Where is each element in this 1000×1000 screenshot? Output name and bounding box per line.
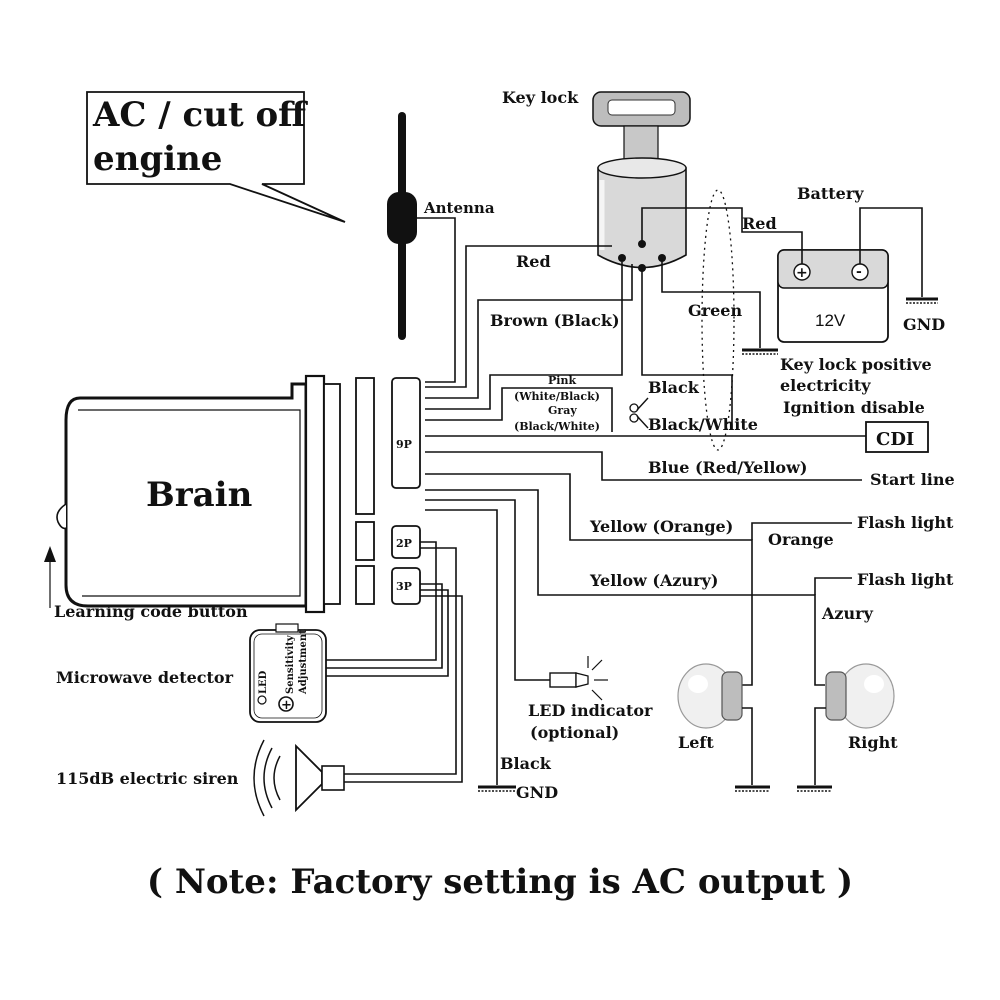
- main-gnd-label: GND: [516, 783, 558, 802]
- antenna-icon: [387, 112, 417, 340]
- detector-adjustment-text: Adjustment: [298, 629, 309, 695]
- led-indicator-wire: [425, 499, 550, 681]
- detector-led-text: LED: [258, 670, 269, 694]
- brain-label: Brain: [146, 475, 252, 515]
- left-flash-light-icon: [677, 663, 743, 729]
- key-lock-positive-1: Key lock positive: [780, 355, 932, 374]
- flash-light-1-label: Flash light: [857, 513, 954, 532]
- siren-label: 115dB electric siren: [56, 769, 239, 788]
- right-ground-icon: [797, 785, 832, 792]
- gray-alt-label: (Black/White): [514, 420, 600, 433]
- key-lock-icon: [592, 91, 691, 272]
- antenna-label: Antenna: [423, 199, 495, 217]
- battery-label: Battery: [797, 184, 864, 203]
- led-indicator-label: LED indicator: [528, 701, 653, 720]
- yellow-orange-label: Yellow (Orange): [589, 517, 733, 536]
- red-battery-wire: [641, 207, 803, 264]
- brain-unit: [56, 374, 375, 614]
- red-key-wire: [425, 245, 612, 388]
- siren-icon: [253, 739, 345, 817]
- orange-branch-wire: [751, 522, 852, 540]
- cdi-box: [865, 421, 929, 453]
- black-gnd-wire: [425, 509, 498, 785]
- callout-bubble: AC / cut off engine: [86, 91, 346, 223]
- right-light-ground-wire: [814, 707, 826, 785]
- left-light-label: Left: [678, 733, 714, 752]
- key-lock-label: Key lock: [502, 88, 579, 107]
- black-key-wire: [641, 268, 733, 430]
- detector-wire-2: [326, 583, 443, 669]
- learning-button-label: Learning code button: [54, 602, 248, 621]
- yellow-azury-label: Yellow (Azury): [589, 571, 718, 590]
- black-gnd-label: Black: [500, 754, 552, 773]
- green-ground-icon: [742, 348, 778, 355]
- blue-wire: [425, 451, 862, 481]
- learning-arrow-icon: [44, 546, 56, 562]
- svg-text:-: -: [856, 264, 862, 280]
- yellow-azury-wire: [425, 489, 825, 686]
- azury-label: Azury: [821, 604, 874, 623]
- detector-sensitivity-text: Sensitivity: [285, 634, 296, 694]
- gray-wire: [425, 387, 613, 432]
- left-ground-icon: [735, 785, 770, 792]
- green-wire: [661, 258, 761, 348]
- black-white-label: Black/White: [648, 415, 758, 434]
- callout-line-2: engine: [93, 139, 222, 179]
- ignition-disable-label: Ignition disable: [783, 398, 925, 417]
- battery-negative-wire: [859, 207, 923, 297]
- pink-alt-label: (White/Black): [514, 390, 600, 403]
- battery-voltage: 12V: [815, 311, 846, 330]
- black-key-label: Black: [648, 378, 700, 397]
- connector-9p: [391, 377, 421, 489]
- brown-label: Brown (Black): [490, 311, 620, 330]
- right-light-label: Right: [848, 733, 898, 752]
- siren-wire-2: [344, 595, 463, 783]
- start-line-label: Start line: [870, 470, 955, 489]
- yellow-orange-wire: [425, 473, 753, 686]
- footer-note: ( Note: Factory setting is AC output ): [147, 862, 853, 902]
- siren-wire-1: [344, 547, 457, 775]
- left-light-ground-wire: [742, 707, 753, 785]
- red-battery-label: Red: [742, 214, 777, 233]
- brown-wire: [425, 264, 633, 399]
- callout-line-1: AC / cut off: [92, 95, 308, 135]
- green-label: Green: [688, 301, 742, 320]
- key-lock-positive-2: electricity: [780, 376, 871, 395]
- connector-3p-label: 3P: [396, 580, 412, 593]
- svg-text:+: +: [281, 698, 292, 713]
- detector-wire-1: [326, 541, 437, 661]
- microwave-detector-label: Microwave detector: [56, 668, 234, 687]
- scissors-icon: [629, 397, 649, 429]
- pink-label: Pink: [548, 374, 576, 387]
- pink-wire: [425, 262, 623, 410]
- connector-3p: [391, 567, 421, 605]
- gray-label: Gray: [548, 404, 577, 417]
- led-optional-label: (optional): [530, 723, 619, 742]
- connector-9p-label: 9P: [396, 438, 412, 451]
- svg-text:+: +: [796, 265, 808, 281]
- orange-label: Orange: [768, 530, 834, 549]
- blue-label: Blue (Red/Yellow): [648, 458, 807, 477]
- wire-group-marker: [701, 189, 735, 451]
- battery-ground-icon: [906, 297, 938, 304]
- microwave-detector-icon: +: [249, 623, 327, 723]
- connector-2p-label: 2P: [396, 537, 412, 550]
- red-key-label: Red: [516, 252, 551, 271]
- cdi-label: CDI: [876, 429, 914, 450]
- flash-light-2-label: Flash light: [857, 570, 954, 589]
- azury-branch-wire: [814, 577, 852, 595]
- battery-icon: + -: [777, 249, 889, 343]
- antenna-wire: [417, 217, 456, 383]
- led-indicator-icon: [549, 656, 608, 701]
- detector-wire-3: [326, 589, 449, 677]
- main-ground-icon: [478, 785, 516, 792]
- battery-gnd-label: GND: [903, 315, 945, 334]
- right-flash-light-icon: [825, 663, 895, 729]
